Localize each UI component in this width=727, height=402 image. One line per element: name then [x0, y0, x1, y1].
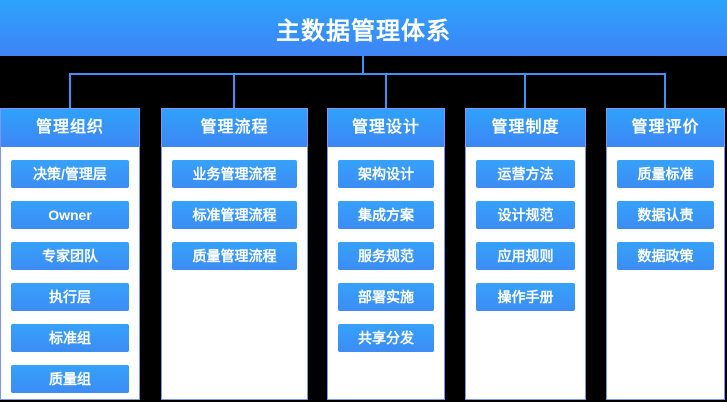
column-header: 管理组织 — [1, 109, 139, 147]
connector-drop-2 — [233, 73, 235, 108]
node-item: 标准管理流程 — [172, 201, 297, 229]
node-item: 共享分发 — [338, 324, 434, 352]
column-header: 管理设计 — [328, 109, 444, 147]
node-item: 决策/管理层 — [11, 160, 129, 188]
node-item: 业务管理流程 — [172, 160, 297, 188]
node-item: Owner — [11, 201, 129, 229]
connector-horizontal-bar — [69, 73, 666, 75]
connector-root-stub — [362, 56, 364, 74]
column-system: 管理制度 运营方法 设计规范 应用规则 操作手册 — [465, 108, 586, 400]
node-item: 专家团队 — [11, 242, 129, 270]
node-item: 集成方案 — [338, 201, 434, 229]
node-item: 操作手册 — [476, 283, 575, 311]
node-item: 执行层 — [11, 283, 129, 311]
node-item: 数据认责 — [617, 201, 714, 229]
node-item: 质量管理流程 — [172, 242, 297, 270]
connector-drop-5 — [664, 73, 666, 108]
column-organization: 管理组织 决策/管理层 Owner 专家团队 执行层 标准组 质量组 — [0, 108, 140, 400]
node-item: 标准组 — [11, 324, 129, 352]
node-item: 设计规范 — [476, 201, 575, 229]
column-evaluation: 管理评价 质量标准 数据认责 数据政策 — [606, 108, 725, 400]
connector-drop-3 — [385, 73, 387, 108]
column-header: 管理制度 — [466, 109, 585, 147]
node-item: 应用规则 — [476, 242, 575, 270]
node-item: 部署实施 — [338, 283, 434, 311]
column-header: 管理评价 — [607, 109, 724, 147]
node-item: 架构设计 — [338, 160, 434, 188]
diagram-title: 主数据管理体系 — [276, 17, 451, 45]
node-item: 质量组 — [11, 365, 129, 393]
column-header: 管理流程 — [162, 109, 307, 147]
node-item: 质量标准 — [617, 160, 714, 188]
node-item: 数据政策 — [617, 242, 714, 270]
column-process: 管理流程 业务管理流程 标准管理流程 质量管理流程 — [161, 108, 308, 400]
connector-drop-1 — [69, 73, 71, 108]
connector-drop-4 — [524, 73, 526, 108]
node-item: 服务规范 — [338, 242, 434, 270]
title-banner: 主数据管理体系 — [0, 0, 727, 56]
node-item: 运营方法 — [476, 160, 575, 188]
column-design: 管理设计 架构设计 集成方案 服务规范 部署实施 共享分发 — [327, 108, 445, 400]
